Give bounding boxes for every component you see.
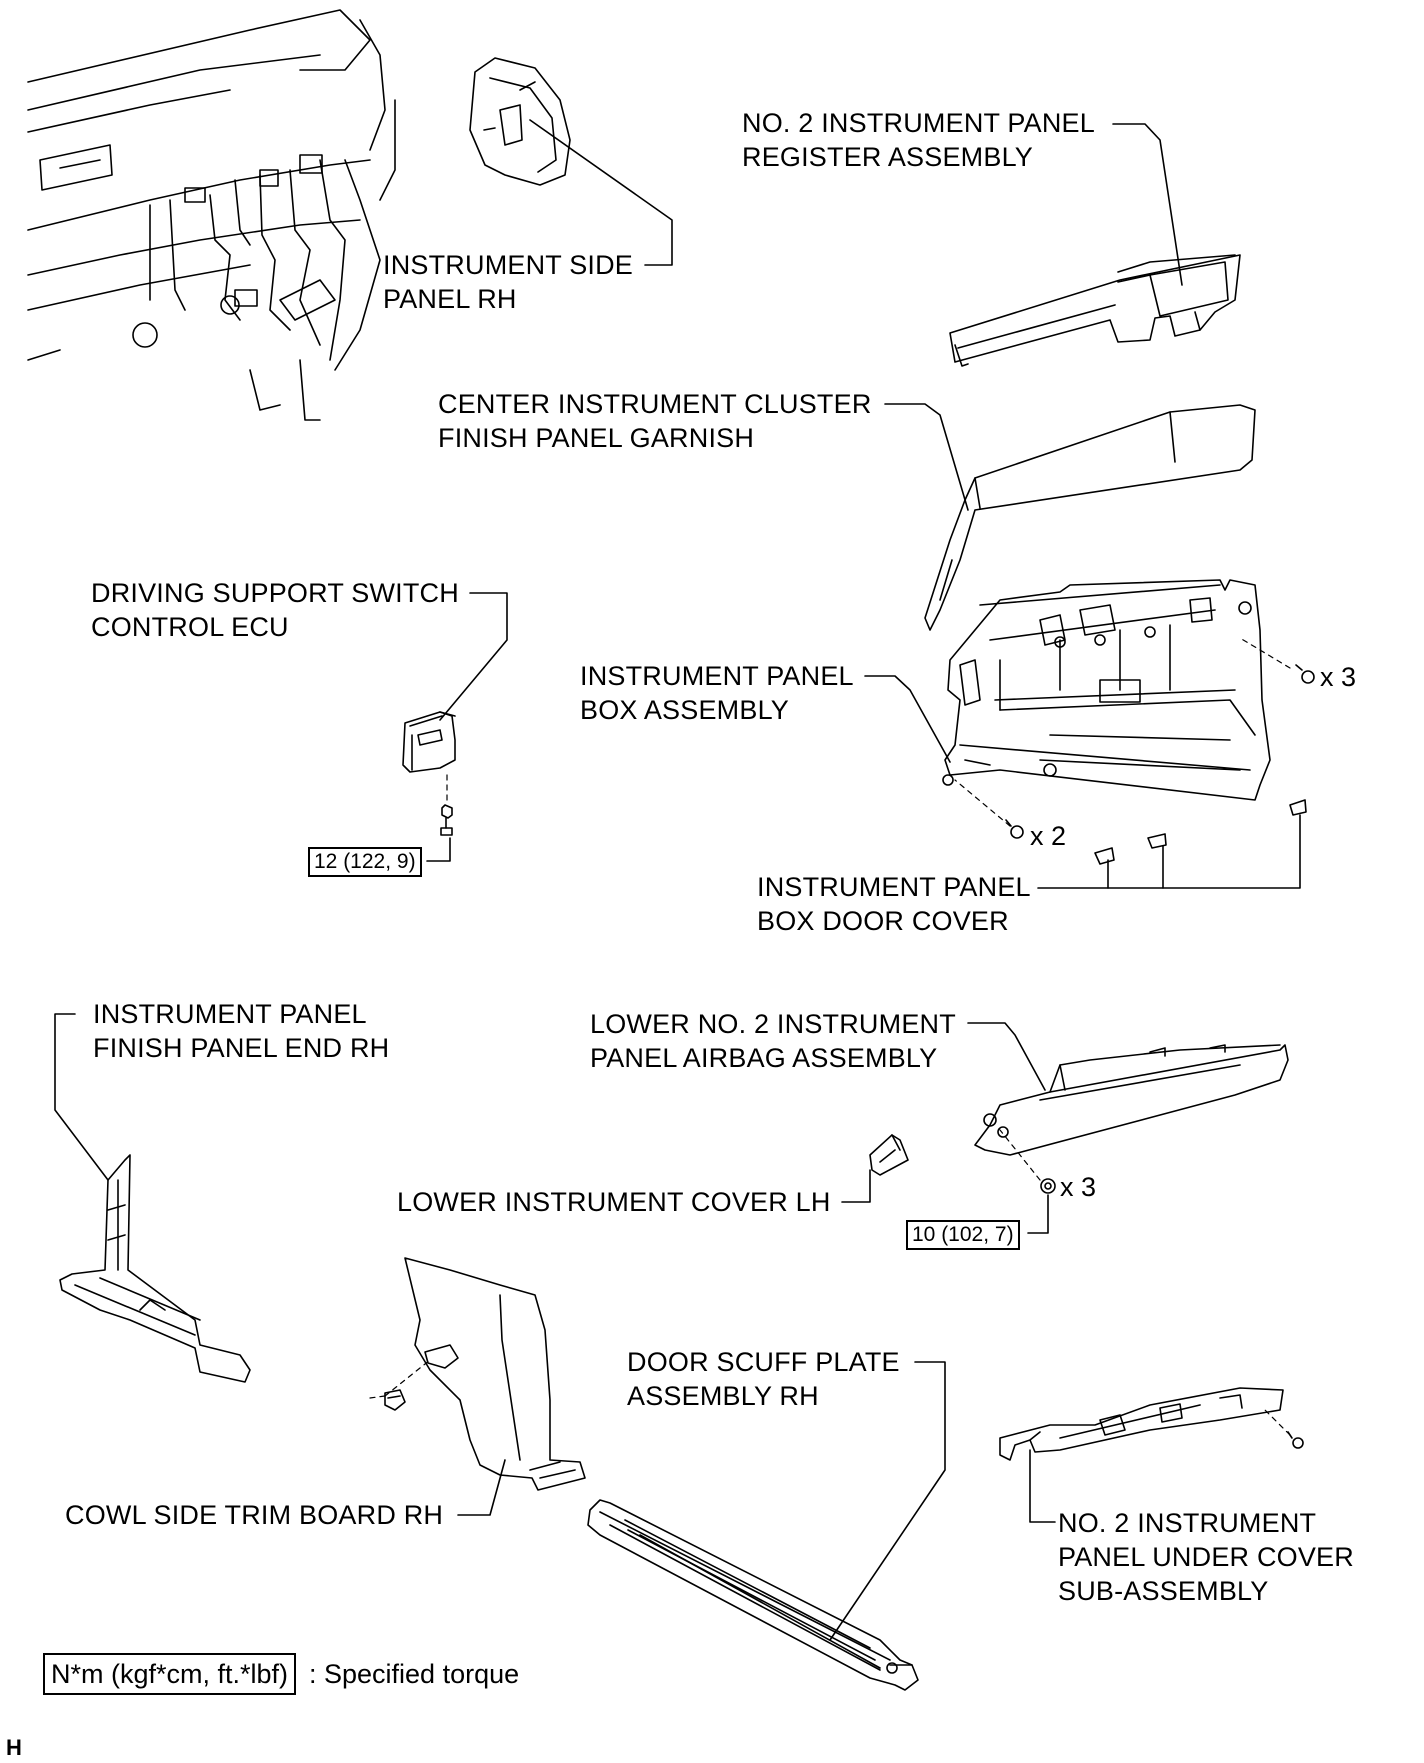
cowl-side-clip-drawing bbox=[384, 1389, 406, 1411]
label-door-scuff-plate: DOOR SCUFF PLATE ASSEMBLY RH bbox=[627, 1345, 900, 1413]
label-line: PANEL AIRBAG ASSEMBLY bbox=[590, 1043, 938, 1073]
label-cowl-side-trim: COWL SIDE TRIM BOARD RH bbox=[65, 1498, 443, 1532]
no2-register-drawing bbox=[949, 254, 1241, 367]
label-line: CENTER INSTRUMENT CLUSTER bbox=[438, 389, 872, 419]
label-line: REGISTER ASSEMBLY bbox=[742, 142, 1033, 172]
label-center-cluster-garnish: CENTER INSTRUMENT CLUSTER FINISH PANEL G… bbox=[438, 387, 872, 455]
ecu-bolt-drawing bbox=[440, 804, 453, 836]
instrument-side-panel-rh-drawing bbox=[469, 57, 571, 186]
label-line: INSTRUMENT PANEL bbox=[757, 872, 1031, 902]
legend-torque-unit: N*m (kgf*cm, ft.*lbf) bbox=[43, 1653, 297, 1695]
qty-box-screws-bottom: x 2 bbox=[1030, 821, 1067, 851]
torque-ecu-bolt: 12 (122, 9) bbox=[308, 847, 422, 877]
label-instrument-panel-box: INSTRUMENT PANEL BOX ASSEMBLY bbox=[580, 659, 854, 727]
label-line: NO. 2 INSTRUMENT bbox=[1058, 1508, 1317, 1538]
fastener-guide-lines bbox=[369, 637, 1291, 1436]
torque-airbag-bolt: 10 (102, 7) bbox=[906, 1220, 1020, 1250]
no2-under-cover-drawing bbox=[999, 1387, 1284, 1461]
label-line: PANEL UNDER COVER bbox=[1058, 1542, 1354, 1572]
label-line: INSTRUMENT PANEL bbox=[580, 661, 854, 691]
label-line: BOX DOOR COVER bbox=[757, 906, 1009, 936]
leader-lines bbox=[54, 119, 1301, 1641]
box-screw-right bbox=[1295, 664, 1315, 684]
lower-cover-lh-drawing bbox=[869, 1134, 909, 1176]
label-finish-panel-end-rh: INSTRUMENT PANEL FINISH PANEL END RH bbox=[93, 997, 389, 1065]
label-box-door-cover: INSTRUMENT PANEL BOX DOOR COVER bbox=[757, 870, 1031, 938]
legend-meaning: : Specified torque bbox=[309, 1659, 520, 1689]
label-line: BOX ASSEMBLY bbox=[580, 695, 789, 725]
driving-support-ecu-drawing bbox=[402, 711, 456, 773]
label-line: DOOR SCUFF PLATE bbox=[627, 1347, 900, 1377]
label-line: COWL SIDE TRIM BOARD RH bbox=[65, 1500, 444, 1530]
label-instrument-side-panel-rh: INSTRUMENT SIDE PANEL RH bbox=[383, 248, 633, 316]
label-line: FINISH PANEL GARNISH bbox=[438, 423, 755, 453]
label-line: PANEL RH bbox=[383, 284, 517, 314]
cowl-side-trim-drawing bbox=[404, 1257, 586, 1491]
figure-code: H bbox=[6, 1735, 22, 1760]
qty-airbag-bolts: x 3 bbox=[1060, 1172, 1097, 1202]
door-scuff-plate-drawing bbox=[587, 1499, 919, 1691]
label-line: ASSEMBLY RH bbox=[627, 1381, 819, 1411]
airbag-bolt-drawing bbox=[1040, 1178, 1056, 1194]
label-lower-cover-lh: LOWER INSTRUMENT COVER LH bbox=[397, 1185, 831, 1219]
label-line: DRIVING SUPPORT SWITCH bbox=[91, 578, 459, 608]
label-line: NO. 2 INSTRUMENT PANEL bbox=[742, 108, 1095, 138]
door-cover-clips bbox=[1094, 799, 1307, 865]
label-line: FINISH PANEL END RH bbox=[93, 1033, 390, 1063]
instrument-panel-box-drawing bbox=[942, 579, 1271, 801]
box-screw-bottom bbox=[1005, 819, 1024, 839]
label-driving-support-ecu: DRIVING SUPPORT SWITCH CONTROL ECU bbox=[91, 576, 459, 644]
label-line: INSTRUMENT PANEL bbox=[93, 999, 367, 1029]
center-garnish-drawing bbox=[924, 404, 1256, 631]
dashboard-reference-view bbox=[27, 9, 396, 421]
label-no2-register-assembly: NO. 2 INSTRUMENT PANEL REGISTER ASSEMBLY bbox=[742, 106, 1095, 174]
qty-box-screws-right: x 3 bbox=[1320, 662, 1357, 692]
finish-panel-end-rh-drawing bbox=[59, 1154, 251, 1383]
label-line: INSTRUMENT SIDE bbox=[383, 250, 634, 280]
label-line: LOWER NO. 2 INSTRUMENT bbox=[590, 1009, 956, 1039]
label-lower-no2-airbag: LOWER NO. 2 INSTRUMENT PANEL AIRBAG ASSE… bbox=[590, 1007, 956, 1075]
label-line: SUB-ASSEMBLY bbox=[1058, 1576, 1269, 1606]
under-cover-screw-drawing bbox=[1287, 1431, 1304, 1449]
label-line: CONTROL ECU bbox=[91, 612, 289, 642]
label-no2-under-cover: NO. 2 INSTRUMENT PANEL UNDER COVER SUB-A… bbox=[1058, 1506, 1354, 1608]
label-line: LOWER INSTRUMENT COVER LH bbox=[397, 1187, 831, 1217]
lower-no2-airbag-drawing bbox=[974, 1044, 1289, 1156]
